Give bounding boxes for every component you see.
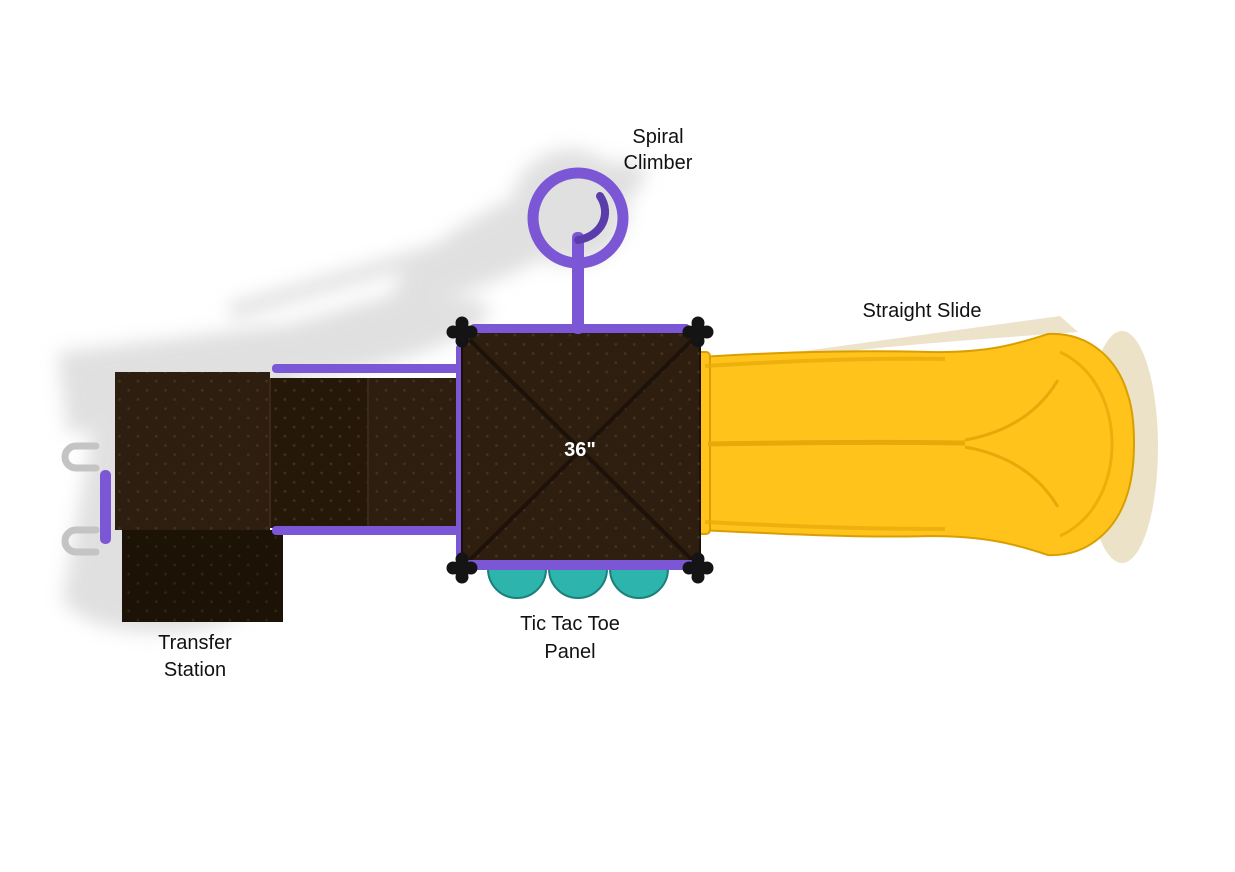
tic-tac-toe-panel	[470, 560, 692, 599]
spiral-climber-label-line2: Climber	[624, 152, 693, 174]
deck-seam-diagonal	[468, 338, 694, 562]
slide-sidewall-top	[704, 356, 946, 368]
climber-ring	[527, 167, 629, 269]
spiral-climber-label-line1: Spiral	[632, 126, 683, 148]
straight-slide	[687, 316, 1158, 563]
perforation-texture	[115, 372, 270, 530]
transfer-station	[61, 364, 464, 622]
slide-center-groove	[707, 439, 966, 447]
tic-tac-toe-spinner-3	[608, 568, 670, 599]
slide-sidewall-bottom	[704, 520, 946, 531]
climber-spiral-rung	[574, 192, 609, 244]
step-rail-top	[272, 364, 464, 373]
spiral-climber	[527, 167, 629, 334]
handhold-loop-shadow-top	[61, 442, 100, 472]
transfer-handrail-left	[100, 470, 111, 544]
tic-tac-toe-spinner-2	[547, 568, 609, 599]
slide-flare-contour-bottom	[964, 445, 1060, 508]
panel-frame-bar	[470, 560, 692, 570]
handhold-loop-shadow-bottom	[61, 526, 100, 556]
transfer-station-label-line2: Station	[164, 659, 226, 681]
straight-slide-label: Straight Slide	[863, 300, 982, 322]
step-rail-bottom	[272, 526, 464, 535]
climber-stem	[572, 232, 584, 334]
slide-flare-contour-top	[964, 379, 1060, 442]
tic-tac-toe-spinner-1	[486, 568, 548, 599]
perforation-texture	[122, 530, 283, 622]
main-deck: 36"	[456, 324, 701, 570]
deck-size-label: 36"	[564, 439, 596, 461]
slide-exit-contour	[1059, 350, 1114, 538]
transfer-station-label-line1: Transfer	[158, 632, 232, 654]
tic-tac-toe-label-line2: Panel	[544, 641, 595, 663]
labels: Spiral Climber Straight Slide Tic Tac To…	[158, 126, 981, 681]
tic-tac-toe-label-line1: Tic Tac Toe	[520, 613, 620, 635]
